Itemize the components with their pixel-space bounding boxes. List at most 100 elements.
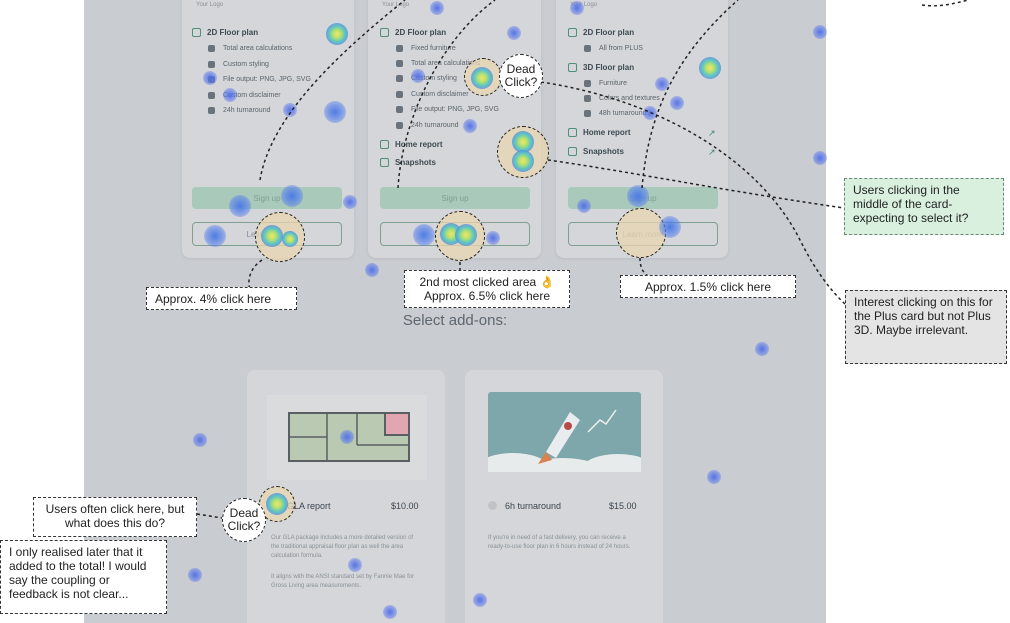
heatmap-spot xyxy=(340,430,354,444)
heatmap-spot xyxy=(324,101,346,123)
addon-card-6h[interactable]: 6h turnaround $15.00 If you're in need o… xyxy=(465,370,663,623)
feature-item: Colors and textures xyxy=(584,95,660,102)
section-2d-floor-plan: 2D Floor plan xyxy=(568,28,634,37)
note-plus-card: Interest clicking on this for the Plus c… xyxy=(845,290,1007,364)
heatmap-hot-spot xyxy=(282,231,298,247)
heatmap-spot xyxy=(813,151,827,165)
rocket-icon xyxy=(488,392,641,472)
heatmap-spot xyxy=(655,77,669,91)
feature-icon xyxy=(208,61,215,68)
feature-item: Custom disclaimer xyxy=(396,91,469,98)
feature-item: 24h turnaround xyxy=(396,122,458,129)
section-snapshots: Snapshots xyxy=(380,158,436,167)
feature-item: Fixed furniture xyxy=(396,45,456,52)
heatmap-spot xyxy=(203,71,217,85)
dead-click-label-top: Dead Click? xyxy=(499,54,543,98)
section-snapshots: Snapshots xyxy=(568,147,624,156)
card-logo: Your Logo xyxy=(382,2,410,8)
heatmap-spot xyxy=(283,103,297,117)
heatmap-spot xyxy=(643,106,657,120)
note-users-often: Users often click here, but what does th… xyxy=(33,497,197,537)
addons-heading: Select add-ons: xyxy=(402,312,508,329)
heatmap-spot xyxy=(229,195,251,217)
feature-icon xyxy=(396,122,403,129)
heatmap-spot xyxy=(411,69,425,83)
heatmap-spot xyxy=(348,558,362,572)
heatmap-spot xyxy=(188,568,202,582)
heatmap-spot xyxy=(204,225,226,247)
heatmap-spot xyxy=(365,263,379,277)
feature-icon xyxy=(396,75,403,82)
feature-icon xyxy=(208,92,215,99)
addon-card-gla[interactable]: GLA report $10.00 Our GLA package includ… xyxy=(247,370,445,623)
heatmap-spot xyxy=(627,185,649,207)
feature-icon xyxy=(584,95,591,102)
addon-title: GLA report xyxy=(287,501,331,511)
grid-icon xyxy=(568,128,577,137)
heatmap-spot xyxy=(570,1,584,15)
card-logo: Your Logo xyxy=(196,2,224,8)
heatmap-hot-spot xyxy=(455,224,477,246)
heatmap-hot-spot xyxy=(699,57,721,79)
section-2d-floor-plan: 2D Floor plan xyxy=(192,28,258,37)
feature-item: Custom styling xyxy=(208,61,269,68)
grid-icon xyxy=(380,28,389,37)
heatmap-spot xyxy=(486,231,500,245)
feature-icon xyxy=(584,110,591,117)
cluster-ring-card3 xyxy=(616,208,666,258)
heatmap-spot xyxy=(473,593,487,607)
heatmap-spot xyxy=(755,342,769,356)
feature-item: 48h turnaround xyxy=(584,110,646,117)
heatmap-hot-spot xyxy=(471,67,493,89)
heatmap-spot xyxy=(813,25,827,39)
grid-icon xyxy=(568,63,577,72)
heatmap-hot-spot xyxy=(266,493,288,515)
heatmap-hot-spot xyxy=(326,23,348,45)
grid-icon xyxy=(380,140,389,149)
feature-icon xyxy=(396,45,403,52)
feature-icon xyxy=(396,106,403,113)
heatmap-spot xyxy=(670,96,684,110)
feature-item: File output: PNG, JPG, SVG xyxy=(208,76,311,83)
note-middle-card: Users clicking in the middle of the card… xyxy=(844,178,1004,235)
connector-line xyxy=(921,0,969,7)
sign-up-button[interactable]: Sign up xyxy=(380,187,530,209)
heatmap-hot-spot xyxy=(261,225,283,247)
external-link-icon[interactable]: ↗ xyxy=(708,147,716,157)
grid-icon xyxy=(568,147,577,156)
heatmap-spot xyxy=(193,433,207,447)
feature-item: Custom disclaimer xyxy=(208,92,281,99)
note-second-most: 2nd most clicked area 👌 Approx. 6.5% cli… xyxy=(404,270,570,308)
addon-price: $10.00 xyxy=(391,501,419,511)
note-realised-later: I only realised later that it added to t… xyxy=(0,540,167,614)
addon-price: $15.00 xyxy=(609,501,637,511)
addon-title: 6h turnaround xyxy=(505,501,562,511)
heatmap-spot xyxy=(383,605,397,619)
feature-item: Custom styling xyxy=(396,75,457,82)
section-2d-floor-plan: 2D Floor plan xyxy=(380,28,446,37)
addon-description: Our GLA package includes a more detailed… xyxy=(271,535,414,559)
feature-icon xyxy=(584,80,591,87)
turnaround-checkbox[interactable] xyxy=(488,501,497,510)
feature-item: All from PLUS xyxy=(584,45,643,52)
heatmap-hot-spot xyxy=(512,150,534,172)
section-3d-floor-plan: 3D Floor plan xyxy=(568,63,634,72)
feature-icon xyxy=(584,45,591,52)
external-link-icon[interactable]: ↗ xyxy=(708,128,716,138)
note-line: Approx. 6.5% click here xyxy=(423,289,551,303)
feature-item: File output: PNG, JPG, SVG xyxy=(396,106,499,113)
heatmap-spot xyxy=(223,88,237,102)
heatmap-spot xyxy=(577,199,591,213)
note-approx-4: Approx. 4% click here xyxy=(146,287,297,310)
note-approx-15: Approx. 1.5% click here xyxy=(620,275,796,298)
feature-icon xyxy=(396,91,403,98)
sign-up-button[interactable]: Sign up xyxy=(192,187,342,209)
section-home-report: Home report xyxy=(568,128,631,137)
note-line: 2nd most clicked area 👌 xyxy=(419,275,555,289)
feature-item: 24h turnaround xyxy=(208,107,270,114)
feature-icon xyxy=(208,45,215,52)
heatmap-spot xyxy=(507,26,521,40)
heatmap-spot xyxy=(413,224,435,246)
heatmap-spot xyxy=(463,119,477,133)
